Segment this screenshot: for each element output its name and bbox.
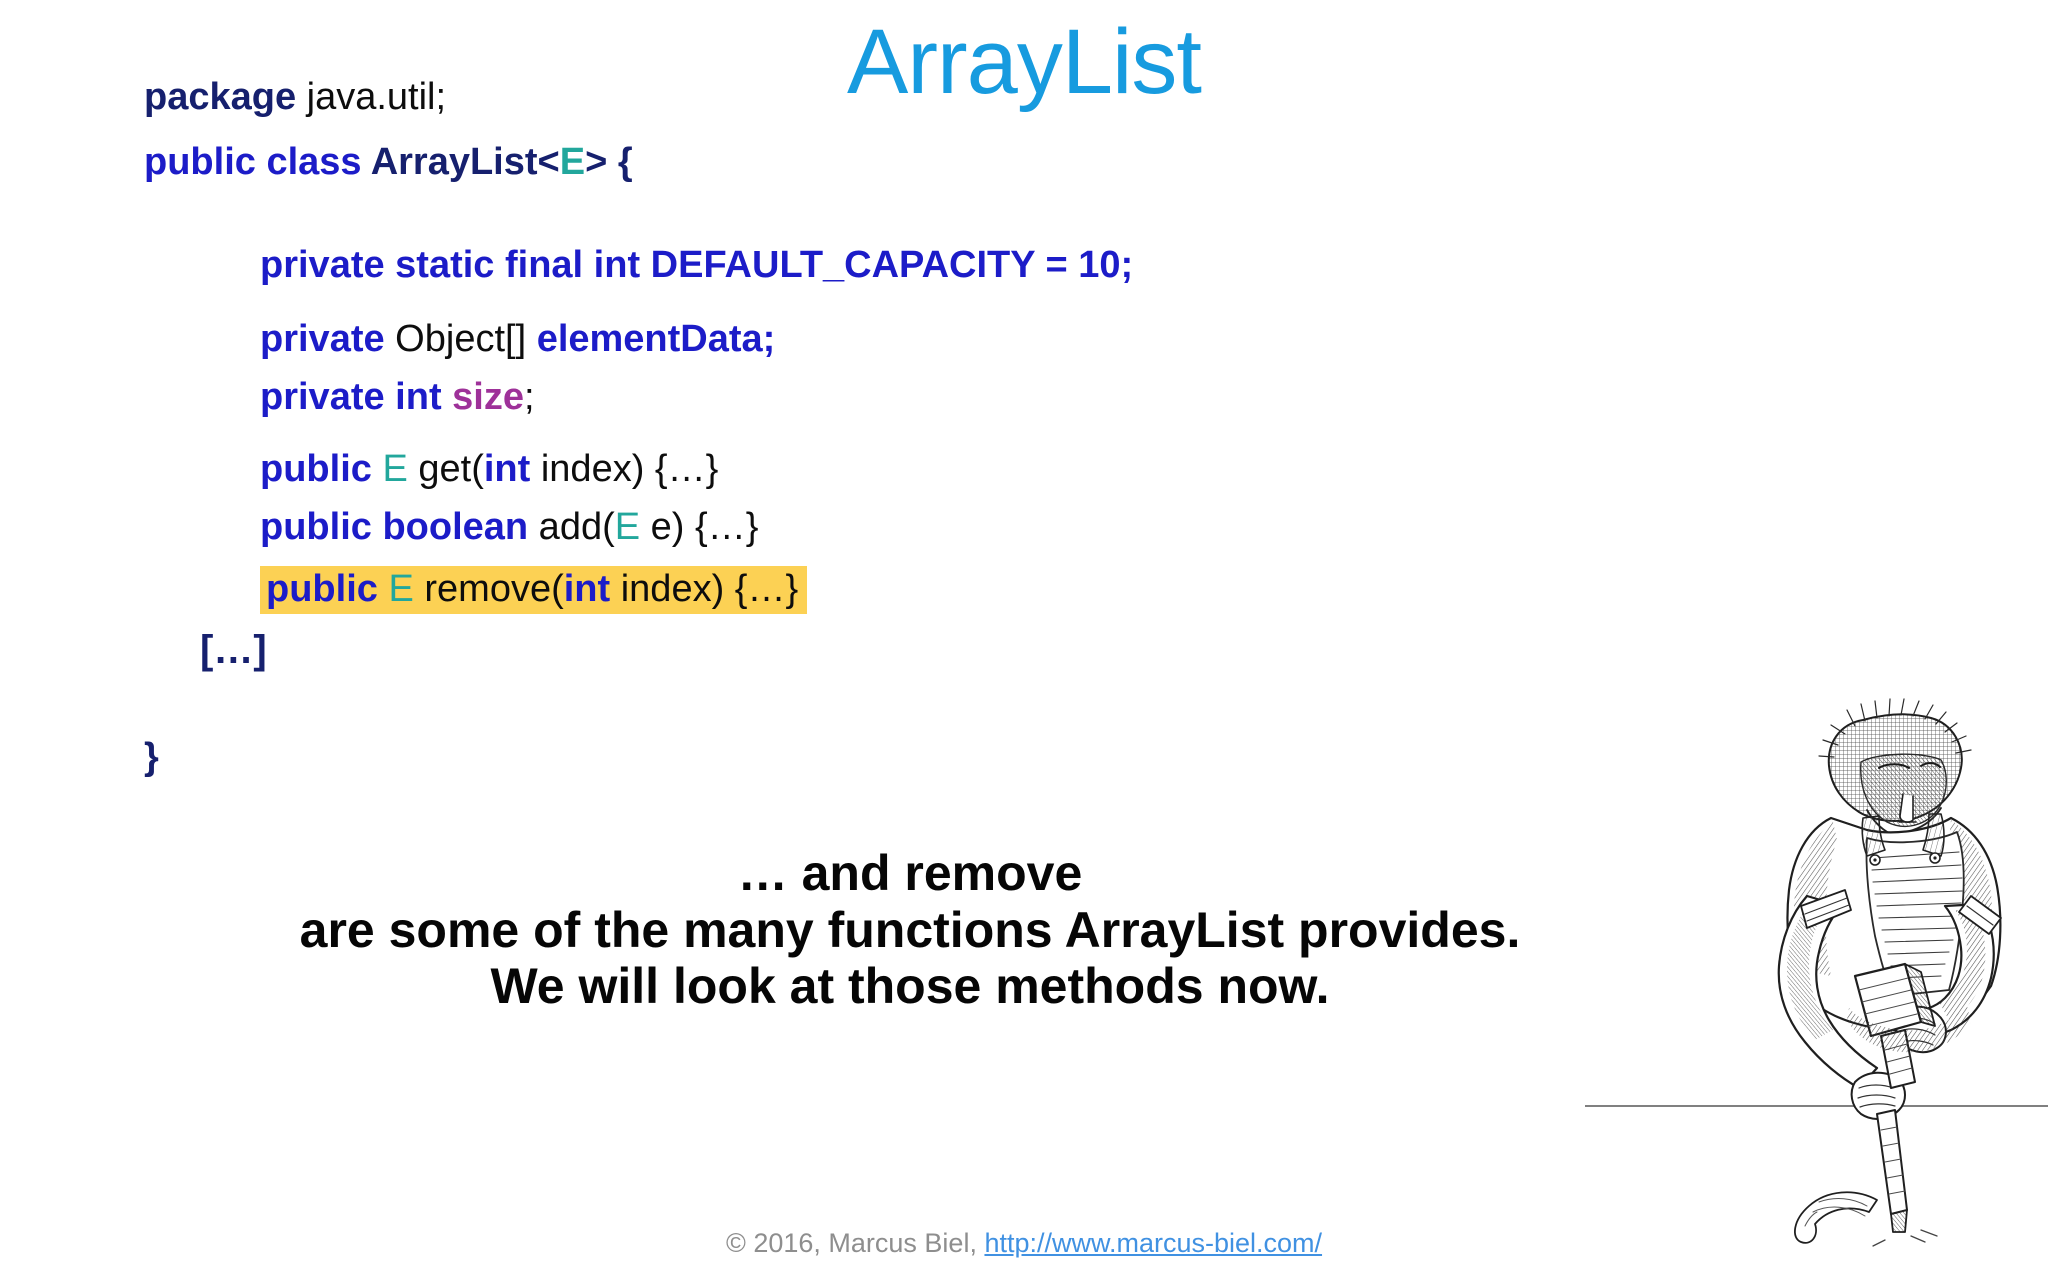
generic-type-param: E — [559, 141, 586, 183]
space-2 — [378, 568, 389, 610]
code-line-closing-brace: } — [144, 738, 159, 776]
code-line-package: package java.util; — [144, 78, 446, 116]
package-name: java.util; — [296, 76, 447, 118]
keyword-package: package — [144, 76, 297, 118]
keyword-public-get: public — [260, 448, 372, 490]
keyword-private-int: private int — [260, 376, 453, 418]
statement-line-3: We will look at those methods now. — [490, 958, 1330, 1014]
field-name-size: size — [452, 376, 524, 418]
field-name-element-data: elementData; — [536, 318, 776, 360]
keyword-public-remove: public — [266, 568, 378, 610]
constant-declaration: private static final int DEFAULT_CAPACIT… — [260, 244, 1134, 286]
highlight-remove-method: public E remove(int index) {…} — [260, 566, 808, 614]
code-line-class-declaration: public class ArrayList<E> { — [144, 143, 633, 181]
footer-url-link[interactable]: http://www.marcus-biel.com/ — [984, 1228, 1323, 1258]
statement-line-1: … and remove — [737, 845, 1083, 901]
code-line-method-add: public boolean add(E e) {…} — [260, 508, 758, 546]
closing-brace: } — [144, 736, 159, 778]
keyword-public-boolean-add: public boolean — [260, 506, 529, 548]
generic-open-bracket: < — [537, 141, 560, 183]
code-line-element-data: private Object[] elementData; — [260, 320, 775, 358]
method-name-remove: remove( — [413, 568, 564, 610]
ground-line — [1585, 1105, 2048, 1107]
class-name: ArrayList — [370, 141, 538, 183]
semicolon-size: ; — [523, 376, 535, 418]
method-name-get: get( — [407, 448, 484, 490]
keyword-public-class: public class — [144, 141, 371, 183]
param-type-int-get: int — [483, 448, 531, 490]
method-name-add: add( — [528, 506, 615, 548]
field-type-object-array: Object[] — [384, 318, 537, 360]
return-type-e-get: E — [382, 448, 408, 490]
code-line-method-remove: public E remove(int index) {…} — [260, 566, 808, 614]
code-line-ellipsis: […] — [200, 630, 267, 670]
method-remove-rest: index) {…} — [610, 568, 799, 610]
method-get-rest: index) {…} — [530, 448, 719, 490]
code-line-default-capacity: private static final int DEFAULT_CAPACIT… — [260, 246, 1133, 284]
statement-block: … and remove are some of the many functi… — [90, 845, 1730, 1015]
param-type-int-remove: int — [563, 568, 611, 610]
page-title: ArrayList — [847, 11, 1202, 113]
ellipsis-bracket: […] — [200, 628, 267, 672]
code-line-method-get: public E get(int index) {…} — [260, 450, 718, 488]
method-add-rest: e) {…} — [640, 506, 759, 548]
generic-close-and-brace: > { — [585, 141, 633, 183]
footer-copyright-text: © 2016, Marcus Biel, — [725, 1228, 985, 1258]
footer-credit: © 2016, Marcus Biel, http://www.marcus-b… — [0, 1228, 2048, 1259]
param-type-e-add: E — [614, 506, 641, 548]
space-1 — [372, 448, 383, 490]
code-line-size: private int size; — [260, 378, 535, 416]
craftsman-with-mallet-and-chisel-sketch — [1735, 690, 2035, 1250]
keyword-private-1: private — [260, 318, 385, 360]
statement-line-2: are some of the many functions ArrayList… — [299, 901, 1521, 958]
return-type-e-remove: E — [388, 568, 414, 610]
